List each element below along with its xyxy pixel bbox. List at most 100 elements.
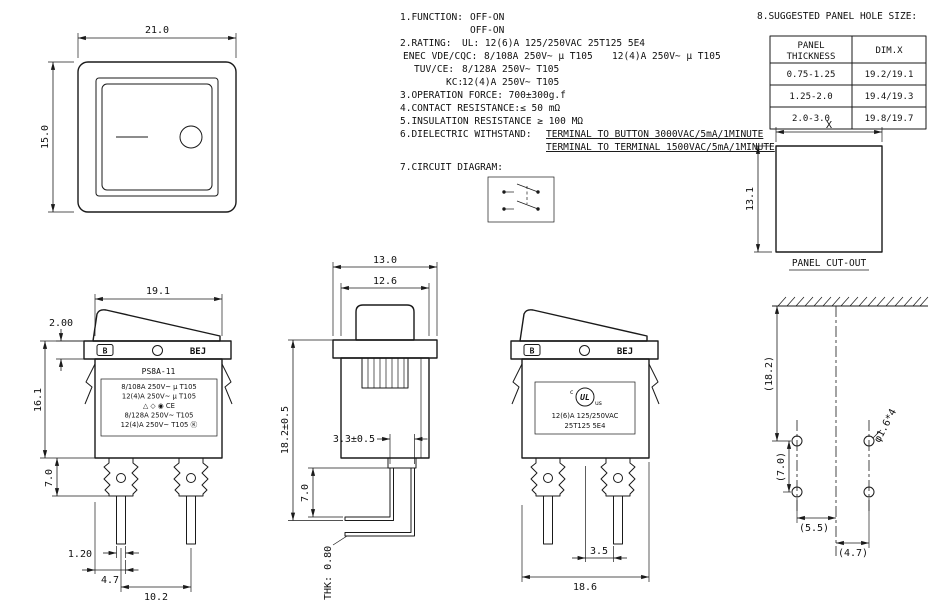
panel-hole-table: 8.SUGGESTED PANEL HOLE SIZE: PANEL THICK… (757, 11, 927, 130)
switch-pole2-lever (516, 200, 539, 210)
dim-terminal-height: 7.0 (44, 469, 55, 487)
dim-cutout-x: X (826, 120, 832, 131)
spec-enec-label: ENEC VDE/CQC: (403, 51, 477, 62)
table-cell: 2.0-3.0 (792, 114, 830, 124)
spec-dielectric-value1: TERMINAL TO BUTTON 3000VAC/5mA/1MINUTE (546, 129, 764, 140)
front-view-2: B BEJ c UL us 12(6)A 125/250VAC 25T125 5… (510, 309, 660, 593)
cert-marks: △ ◇ ◉ CE (143, 402, 175, 410)
terminal-bracket (387, 457, 417, 469)
spec-dielectric-label: 6.DIELECTRIC WITHSTAND: (400, 129, 532, 140)
table-cell: 19.2/19.1 (865, 70, 914, 80)
dim-flange-depth: 13.0 (373, 255, 397, 266)
spec-insulation-resistance: 5.INSULATION RESISTANCE ≥ 100 MΩ (400, 116, 583, 127)
brand-logo (96, 344, 114, 356)
cutout-label: PANEL CUT-OUT (792, 258, 867, 269)
ul-logo-text: UL (580, 393, 590, 402)
terminal-barb-left-2 (530, 457, 566, 497)
solder-pin-left (116, 495, 126, 545)
pivot-hole-2 (579, 345, 590, 356)
rocker-side (355, 304, 415, 341)
spec-rating-label: 2.RATING: (400, 38, 451, 49)
spec-function-value2: OFF-ON (470, 25, 505, 36)
solder-pin-right (186, 495, 196, 545)
ribbed-neck (361, 357, 409, 389)
spec-text-block: 1.FUNCTION: OFF-ON OFF-ON 2.RATING: UL: … (400, 12, 775, 173)
circuit-box (487, 176, 555, 223)
dim-pin-thickness: THK: 0.80 (323, 546, 334, 600)
solder-pin-left-2 (543, 495, 553, 545)
dim-top-width: 21.0 (145, 25, 169, 36)
dim-hole-row-gap: (7.0) (776, 452, 787, 482)
dim-mount-height: 18.2±0.5 (280, 406, 291, 454)
spec-circuit-label: 7.CIRCUIT DIAGRAM: (400, 162, 503, 173)
dim-hole-right-offset: (4.7) (838, 548, 868, 559)
rating-label-box (100, 378, 218, 437)
dim-pin-offset: 4.7 (101, 575, 119, 586)
brand-text: BEJ (190, 347, 206, 357)
table-cell: 19.4/19.3 (865, 92, 914, 102)
mount-hole (863, 486, 875, 498)
switch-body-2 (521, 358, 650, 459)
spec-rating-ul: UL: 12(6)A 125/250VAC 25T125 5E4 (462, 38, 645, 49)
table-header-thickness-2: THICKNESS (787, 52, 836, 62)
rating-line3: 8/128A 250V~ T105 (124, 412, 193, 420)
rocker-actuator (92, 309, 221, 342)
top-view: 21.0 15.0 (40, 25, 237, 213)
spec-function-label: 1.FUNCTION: (400, 12, 463, 23)
dim-cutout-height: 13.1 (745, 187, 756, 211)
dim-pin-width: 1.20 (68, 549, 92, 560)
switch-pole1-lever (516, 183, 539, 193)
table-cell: 1.25-2.0 (789, 92, 832, 102)
dim-pin-gap: 3.3±0.5 (333, 434, 375, 445)
spec-operation-force: 3.OPERATION FORCE: 700±300g.f (400, 90, 566, 101)
dim-pin-pitch: 10.2 (144, 592, 168, 603)
switch-housing-outline (77, 61, 237, 213)
spec-enec-value2: 12(4)A 250V~ μ T105 (612, 51, 721, 62)
panel-cutout-view: X 13.1 PANEL CUT-OUT (745, 120, 883, 271)
pivot-hole (152, 345, 163, 356)
bent-pin-front (344, 468, 394, 521)
rocker-face (101, 83, 213, 191)
table-header-dimx: DIM.X (875, 46, 903, 56)
retaining-clip-right-2 (648, 363, 660, 405)
table-cell: 0.75-1.25 (787, 70, 836, 80)
front-view: B BEJ PS8A-11 8/108A 250V~ μ T105 12(4)A… (33, 286, 233, 603)
spec-tuv-value: 8/128A 250V~ T105 (462, 64, 559, 75)
dim-flange-height: 2.00 (49, 318, 73, 329)
cutout-rect (775, 145, 883, 253)
dim-hole-left-offset: (5.5) (799, 523, 829, 534)
brand-logo-letter: B (103, 347, 108, 356)
dim-body-height: 16.1 (33, 388, 44, 412)
rating2-line2: 25T125 5E4 (565, 422, 606, 430)
model-number: PS8A-11 (142, 367, 176, 376)
table-cell: 19.8/19.7 (865, 114, 914, 124)
ul-logo-circle (575, 387, 595, 407)
mount-hole (791, 486, 803, 498)
switch-body (94, 358, 223, 459)
rating-line2: 12(4)A 250V~ μ T105 (122, 393, 196, 401)
off-symbol (179, 125, 203, 149)
dim-overall-width: 18.6 (573, 582, 597, 593)
dim-body-depth: 12.6 (373, 276, 397, 287)
mount-hole (863, 435, 875, 447)
retaining-clip-right (221, 363, 233, 405)
table-header-thickness-1: PANEL (797, 41, 824, 51)
spec-kc-value: 12(4)A 250V~ T105 (462, 77, 559, 88)
spec-tuv-label: TUV/CE: (414, 64, 454, 75)
retaining-clip-left-2 (511, 363, 523, 405)
terminal-barb-right-2 (600, 457, 636, 497)
dim-hole-depth: (18.2) (764, 356, 775, 392)
brand-logo-letter-2: B (530, 347, 535, 356)
rating-line1: 8/108A 250V~ μ T105 (121, 383, 197, 391)
rib-lines (367, 358, 405, 388)
spec-enec-value1: 8/108A 250V~ μ T105 (484, 51, 593, 62)
dim-pin-center-offset: 3.5 (590, 546, 608, 557)
spec-dielectric-value2: TERMINAL TO TERMINAL 1500VAC/5mA/1MINUTE (546, 142, 775, 153)
spec-kc-label: KC: (446, 77, 463, 88)
hatch-lines (777, 296, 929, 307)
brand-text-2: BEJ (617, 347, 633, 357)
dim-top-height: 15.0 (40, 125, 51, 149)
brand-logo-2 (523, 344, 541, 356)
